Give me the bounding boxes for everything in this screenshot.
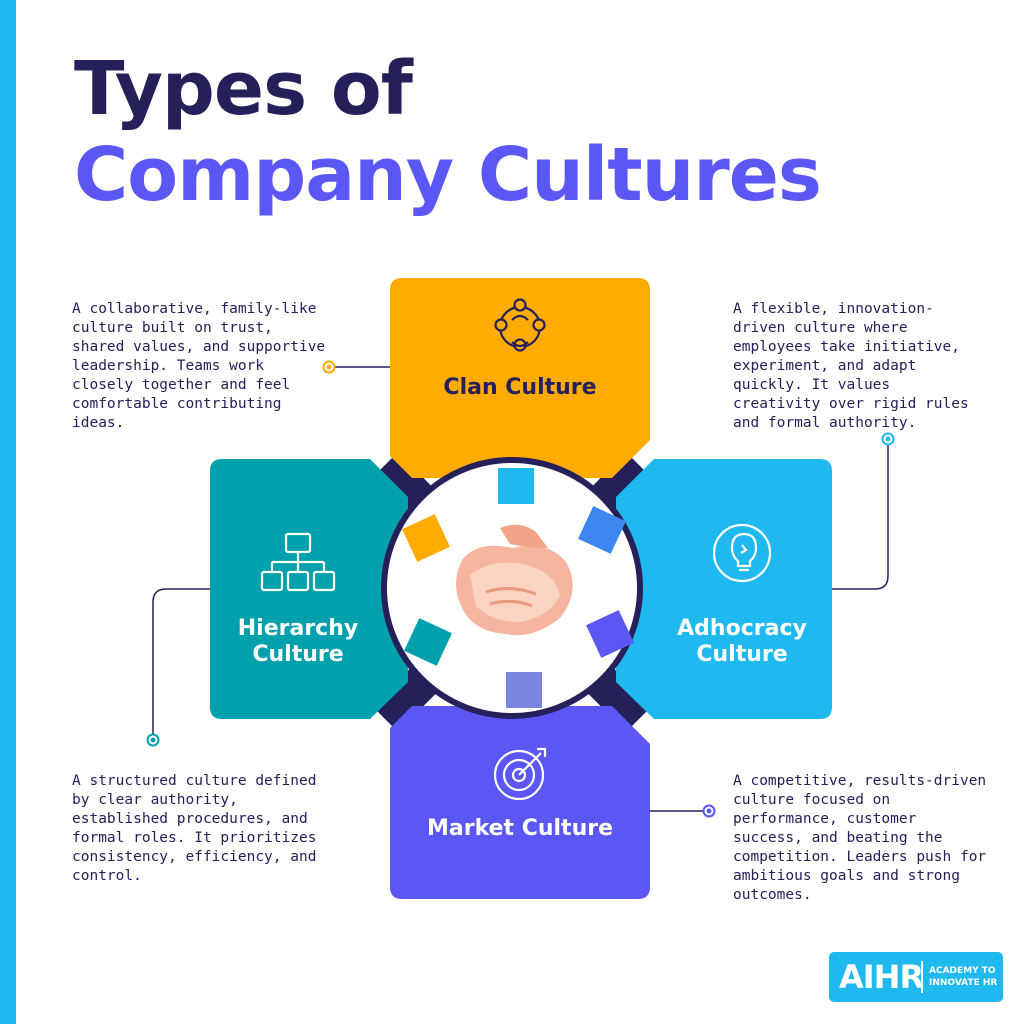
decorative-squares — [402, 468, 634, 708]
market-shape — [390, 706, 650, 899]
market-connector — [650, 804, 716, 818]
target-arrow-icon — [493, 747, 547, 801]
team-network-icon — [494, 298, 546, 352]
square-top-right — [578, 506, 626, 554]
aihr-logo: AIHR ACADEMY TO INNOVATE HR — [829, 952, 1003, 1002]
adhocracy-connector — [832, 432, 895, 590]
square-bottom-left — [404, 618, 452, 666]
square-top-left — [402, 514, 450, 562]
clan-connector — [322, 360, 390, 374]
lightbulb-innovation-icon — [712, 523, 772, 583]
hierarchy-connector — [146, 588, 210, 747]
logo-divider — [921, 961, 923, 993]
title-line-2: Company Cultures — [74, 132, 822, 218]
left-accent-bar — [0, 0, 16, 1024]
clan-culture-label: Clan Culture — [443, 375, 597, 400]
hierarchy-description: A structured culture defined by clear au… — [72, 773, 317, 884]
clan-description: A collaborative, family-like culture bui… — [72, 301, 326, 431]
square-bottom — [506, 672, 542, 708]
title-line-1: Types of — [74, 46, 413, 132]
org-chart-icon — [260, 532, 336, 592]
hierarchy-culture-label: Hierarchy Culture — [237, 616, 359, 667]
adhocracy-shape — [616, 459, 832, 719]
market-culture-label: Market Culture — [426, 816, 614, 841]
page-title: Types of Company Cultures — [74, 46, 822, 218]
market-description: A competitive, results-driven culture fo… — [733, 773, 987, 903]
square-top — [498, 468, 534, 504]
adhocracy-description: A flexible, innovation-driven culture wh… — [733, 301, 969, 431]
square-bottom-right — [586, 610, 634, 658]
logo-tagline: ACADEMY TO INNOVATE HR — [929, 966, 998, 988]
clan-shape — [390, 278, 650, 478]
adhocracy-culture-label: Adhocracy Culture — [677, 616, 807, 667]
stacked-hands-icon — [456, 524, 573, 636]
logo-wordmark: AIHR — [839, 958, 924, 996]
